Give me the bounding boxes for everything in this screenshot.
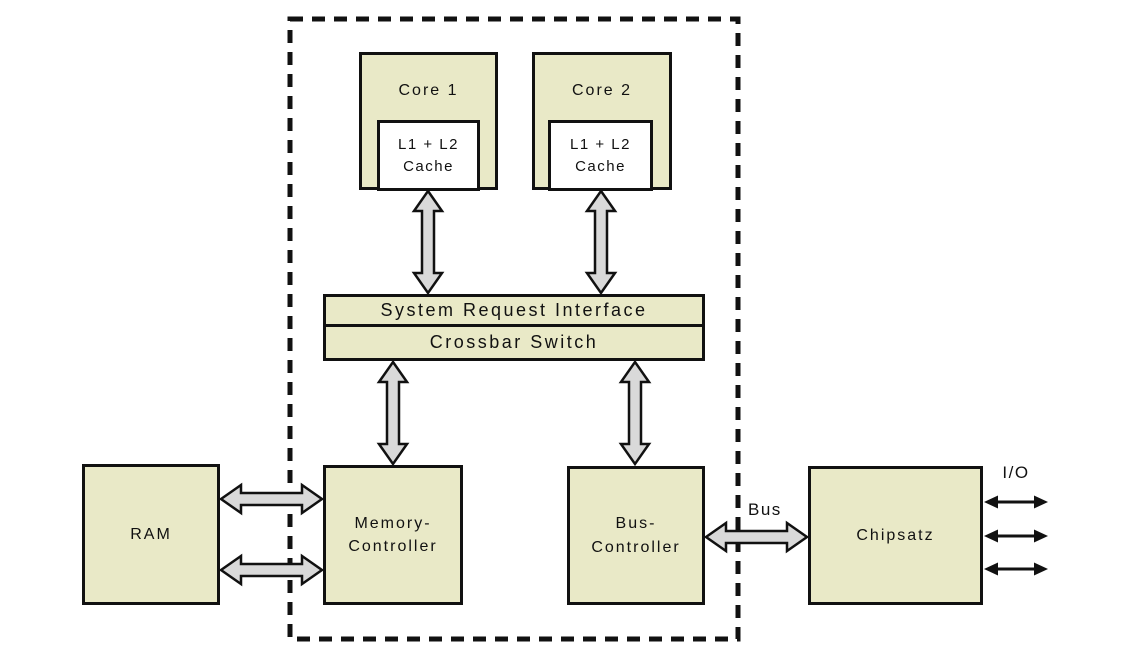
arrow-ram-memory-controller-lower <box>218 553 325 587</box>
sri-label: System Request Interface <box>380 300 648 321</box>
memory-controller-label: Memory- Controller <box>348 512 437 558</box>
memory-controller-line2: Controller <box>348 538 438 555</box>
crossbar-label: Crossbar Switch <box>429 332 599 353</box>
arrow-cache1-sri <box>411 188 445 296</box>
cache1-label: L1 + L2 Cache <box>398 134 459 178</box>
bus-controller-line2: Controller <box>591 538 681 556</box>
chipset-label: Chipsatz <box>856 526 935 544</box>
cache2-box: L1 + L2 Cache <box>548 120 653 191</box>
io-arrow-1 <box>984 495 1048 509</box>
arrow-crossbar-bus-controller <box>618 359 652 467</box>
bus-label: Bus <box>748 500 782 519</box>
system-request-interface-bar: System Request Interface <box>323 294 705 327</box>
ram-label: RAM <box>130 525 172 543</box>
arrow-ram-memory-controller-upper <box>218 482 325 516</box>
crossbar-switch-bar: Crossbar Switch <box>323 324 705 361</box>
cache1-line1: L1 + L2 <box>398 135 459 153</box>
core2-label: Core 2 <box>571 82 633 99</box>
cache1-line2: Cache <box>403 157 454 175</box>
memory-controller-box: Memory- Controller <box>323 465 463 605</box>
bus-controller-line1: Bus- <box>615 515 657 533</box>
bus-controller-box: Bus- Controller <box>567 466 705 605</box>
cache2-line2: Cache <box>575 157 626 175</box>
io-label: I/O <box>1002 463 1030 482</box>
arrow-crossbar-memory-controller <box>376 359 410 467</box>
cache2-label: L1 + L2 Cache <box>570 134 631 178</box>
chipset-box: Chipsatz <box>808 466 983 605</box>
io-arrow-2 <box>984 529 1048 543</box>
arrow-cache2-sri <box>584 188 618 296</box>
ram-box: RAM <box>82 464 220 605</box>
cpu-package-boundary <box>287 16 741 642</box>
arrow-bus-controller-chipset <box>703 520 810 554</box>
cache2-line1: L1 + L2 <box>570 135 631 153</box>
io-arrow-3 <box>984 562 1048 576</box>
bus-controller-label: Bus- Controller <box>591 512 680 558</box>
core1-label: Core 1 <box>398 82 459 99</box>
memory-controller-line1: Memory- <box>354 514 432 532</box>
cache1-box: L1 + L2 Cache <box>377 120 480 191</box>
